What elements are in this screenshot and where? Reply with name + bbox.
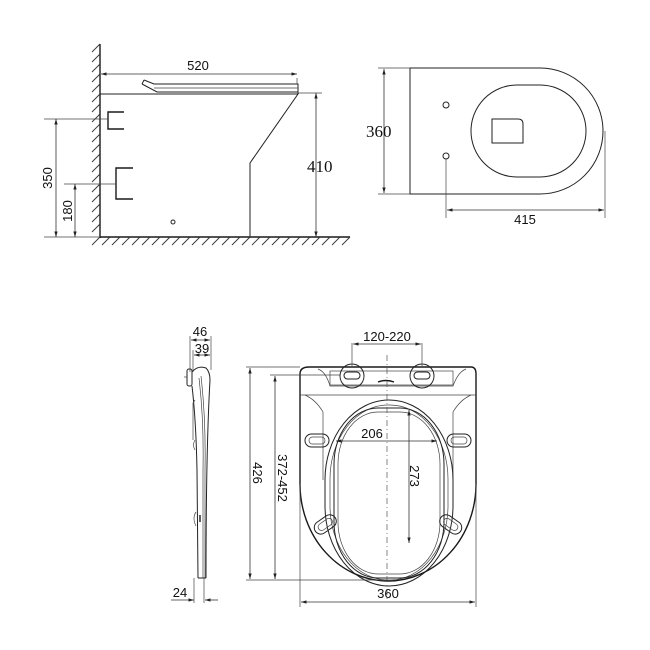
dim-label-top-width: 360 <box>366 122 392 141</box>
bumper-left-upper <box>304 433 330 448</box>
bowl-outlet <box>491 118 524 144</box>
seat-ring-outer <box>324 399 454 587</box>
wall-hatching <box>91 43 101 233</box>
bumper-right-upper <box>446 433 472 448</box>
dim-label-hinge-spacing: 120-220 <box>363 329 411 344</box>
upper-pipe-bracket <box>107 111 124 130</box>
seat-top-view: 120-220 206 273 426 372-452 360 <box>246 329 477 607</box>
seat-opening <box>333 407 445 579</box>
hinge-block <box>329 370 454 386</box>
dim-label-height: 410 <box>307 157 333 176</box>
bowl-opening <box>470 84 587 178</box>
toilet-side-view: 520 410 350 180 <box>40 43 351 246</box>
dim-label-seat-width: 360 <box>377 586 399 601</box>
seat-outer-outline <box>299 366 477 582</box>
dim-label-hinge-outer: 46 <box>193 324 207 339</box>
bumper-left-lower <box>313 514 337 535</box>
dim-label-inner-width: 206 <box>361 426 383 441</box>
fixing-hole-top <box>442 101 450 109</box>
dim-label-thickness: 24 <box>173 585 187 600</box>
seat-side-view: 46 39 24 <box>171 324 218 603</box>
left-hinge-slot <box>343 371 361 380</box>
lower-pipe-bracket <box>115 167 133 200</box>
seat-profile-outer <box>191 366 211 579</box>
dim-label-hinge-inner: 39 <box>195 341 209 356</box>
fixing-hole-bottom <box>442 152 450 160</box>
seat-profile-inner <box>191 385 199 579</box>
dim-label-total-length: 426 <box>250 462 265 484</box>
toilet-body-outline <box>100 93 299 237</box>
seat-lower-outline <box>141 83 298 93</box>
hinge-knob <box>186 368 193 387</box>
toilet-top-view: 360 415 <box>366 67 606 227</box>
seat-outline <box>143 79 299 94</box>
bumper-right-lower <box>439 514 463 535</box>
fixing-hole <box>170 219 176 225</box>
top-view-outline <box>409 67 604 195</box>
right-hinge-slot <box>413 371 431 380</box>
floor-hatching <box>91 236 351 246</box>
dim-label-fixing-range: 372-452 <box>275 454 290 502</box>
dim-label-width: 520 <box>187 58 209 73</box>
dim-label-inner-length: 273 <box>407 465 422 487</box>
dim-label-lower-connection: 180 <box>60 200 75 222</box>
dim-label-depth: 415 <box>514 212 536 227</box>
dim-label-upper-connection: 350 <box>40 167 55 189</box>
